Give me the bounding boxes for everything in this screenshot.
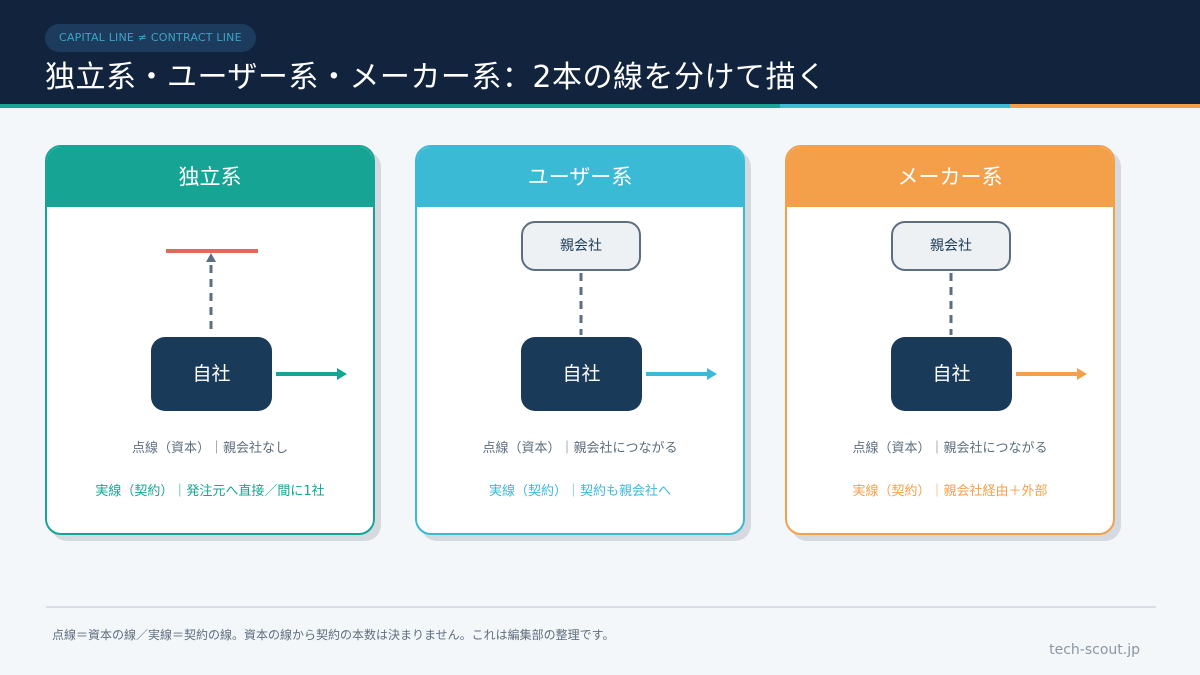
- self-company-box: 自社: [521, 337, 642, 411]
- parent-company-box: 親会社: [521, 221, 641, 271]
- accent-stripe-teal: [0, 104, 780, 108]
- page-title: 独立系・ユーザー系・メーカー系：2本の線を分けて描く: [45, 60, 827, 95]
- card-user: ユーザー系 親会社 自社 点線（資本）｜親会社につながる 実線（契約）｜契約も親…: [415, 145, 745, 535]
- header-tag: CAPITAL LINE ≠ CONTRACT LINE: [45, 24, 256, 52]
- contract-line-text: 実線（契約）｜発注元へ直接／間に1社: [95, 484, 325, 499]
- contract-line-text: 実線（契約）｜親会社経由＋外部: [852, 484, 1048, 499]
- card-title: ユーザー系: [417, 147, 743, 207]
- arrow-right-icon: [337, 368, 347, 380]
- capital-line-text: 点線（資本）｜親会社につながる: [852, 441, 1048, 456]
- card-independent: 独立系 自社 点線（資本）｜親会社なし 実線（契約）｜発注元へ直接／間に1社: [45, 145, 375, 535]
- connection-diagram: [949, 273, 1087, 380]
- footer-divider: [46, 606, 1156, 608]
- card-maker: メーカー系 親会社 自社 点線（資本）｜親会社につながる 実線（契約）｜親会社経…: [785, 145, 1115, 535]
- card-title: 独立系: [47, 147, 373, 207]
- parent-company-box: 親会社: [891, 221, 1011, 271]
- header-bar: [0, 0, 1200, 104]
- arrow-right-icon: [1077, 368, 1087, 380]
- site-name: tech-scout.jp: [1049, 642, 1140, 658]
- connection-diagram: [579, 273, 717, 380]
- accent-stripe-blue: [780, 104, 1010, 108]
- self-company-box: 自社: [891, 337, 1012, 411]
- self-company-box: 自社: [151, 337, 272, 411]
- footnote: 点線＝資本の線／実線＝契約の線。資本の線から契約の本数は決まりません。これは編集…: [52, 628, 615, 642]
- capital-line-text: 点線（資本）｜親会社なし: [131, 441, 288, 456]
- arrow-up-icon: [206, 253, 216, 262]
- arrow-right-icon: [707, 368, 717, 380]
- accent-stripe-orange: [1010, 104, 1200, 108]
- card-title: メーカー系: [787, 147, 1113, 207]
- capital-line-text: 点線（資本）｜親会社につながる: [482, 441, 678, 456]
- connection-diagram: [166, 249, 347, 380]
- contract-line-text: 実線（契約）｜契約も親会社へ: [488, 484, 671, 499]
